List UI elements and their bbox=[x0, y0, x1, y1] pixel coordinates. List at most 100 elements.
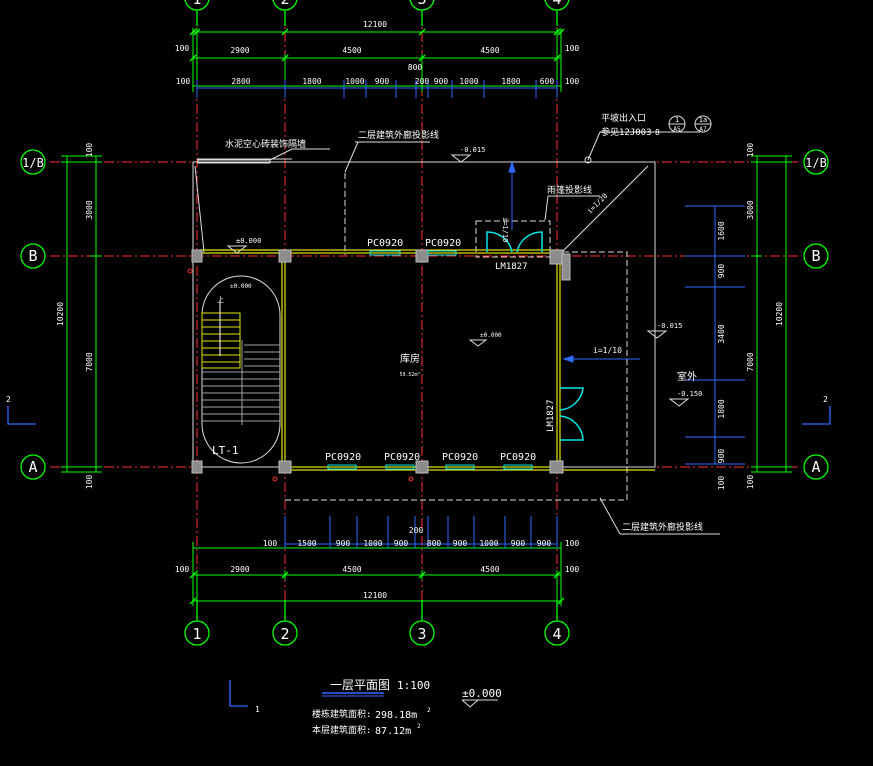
dim-right-r1-1: 900 bbox=[717, 264, 726, 279]
dim-right-r1-0: 1600 bbox=[717, 221, 726, 240]
dim-top-r3-3: 1000 bbox=[345, 77, 364, 86]
detail-callout-1 bbox=[668, 115, 712, 133]
dim-top-overall: 12100 bbox=[363, 20, 387, 29]
ramp-leader-dot bbox=[584, 156, 592, 164]
ramp-ref: 参见12J003 bbox=[601, 126, 652, 138]
dim-bottom-r1-5: 800 bbox=[427, 539, 442, 548]
dim-top-r3-1: 2800 bbox=[231, 77, 250, 86]
level-mark-room bbox=[468, 339, 488, 347]
window-bottom-1: PC0920 bbox=[384, 452, 420, 463]
level-mark-outdoor bbox=[668, 398, 690, 407]
axis-label-a-left: A bbox=[28, 458, 37, 476]
dim-right-overall: 10200 bbox=[775, 302, 784, 326]
level-mark-right bbox=[646, 330, 668, 339]
dim-text-left: 10200 100 3000 7000 100 bbox=[56, 143, 94, 490]
axis-label-a-right: A bbox=[811, 458, 820, 476]
title-block: 一层平面图 1:100 ±0.000 楼栋建筑面积: 298.18m 2 本层建… bbox=[312, 678, 502, 737]
dim-right-r1-2: 3400 bbox=[717, 324, 726, 343]
level-mark-corridor bbox=[226, 245, 248, 254]
dim-top-r2-3: 4500 bbox=[480, 46, 499, 55]
floor-area-label: 本层建筑面积: bbox=[312, 724, 371, 736]
level-top-ext: -0.015 bbox=[460, 146, 485, 154]
columns bbox=[191, 249, 571, 474]
detail1-num: 1 bbox=[675, 116, 679, 124]
level-room: ±0.000 bbox=[480, 332, 502, 339]
axis-label-2-top: 2 bbox=[280, 0, 289, 8]
section-left-label: 2 bbox=[6, 395, 11, 404]
level-mark-top bbox=[450, 154, 472, 163]
slope-right: i=1/10 bbox=[593, 346, 622, 355]
dim-text-bottom: 200 100 1500 900 1000 900 800 900 1000 9… bbox=[175, 526, 580, 600]
windows bbox=[327, 250, 533, 470]
upper-corridor-label-top: 二层建筑外廊投影线 bbox=[358, 129, 439, 141]
floor-area-sup: 2 bbox=[417, 723, 421, 730]
canopy-label: 雨篷投影线 bbox=[547, 184, 592, 196]
dim-bottom-r1-2: 900 bbox=[336, 539, 351, 548]
dim-left-r2-1: 3000 bbox=[85, 200, 94, 219]
upper-corridor-label-bottom: 二层建筑外廊投影线 bbox=[622, 521, 703, 533]
slope-arrows bbox=[508, 160, 640, 363]
room-area: 59.52m² bbox=[399, 372, 420, 378]
dim-bottom-r1-10: 100 bbox=[565, 539, 580, 548]
dim-bottom-r1-0: 100 bbox=[263, 539, 278, 548]
dim-top-r3-5: 200 bbox=[415, 77, 430, 86]
dim-bottom-r1-extra: 200 bbox=[409, 526, 424, 535]
dim-text-right: 10200 100 3000 7000 100 1600 900 3400 18… bbox=[717, 143, 784, 491]
stair-up-label: 上 bbox=[217, 295, 224, 304]
axis-label-1-top: 1 bbox=[192, 0, 201, 8]
leader-lines bbox=[197, 131, 720, 535]
level-right-ext: -0.015 bbox=[657, 322, 682, 330]
dim-top-r2-1: 2900 bbox=[230, 46, 249, 55]
dim-top-r3-6: 900 bbox=[434, 77, 449, 86]
door-top-label: LM1827 bbox=[495, 262, 528, 272]
axis-label-4-top: 4 bbox=[552, 0, 561, 8]
total-area-label: 楼栋建筑面积: bbox=[312, 708, 371, 720]
dim-bottom-r1-4: 900 bbox=[394, 539, 409, 548]
drawing-scale: 1:100 bbox=[397, 679, 430, 692]
section-right-label: 2 bbox=[823, 395, 828, 404]
window-top-1: PC0920 bbox=[425, 238, 461, 249]
dim-right-r1-extra: 100 bbox=[717, 476, 726, 491]
window-top-0: PC0920 bbox=[367, 238, 403, 249]
dim-top-r3-extra: 800 bbox=[408, 63, 423, 72]
total-area-value: 298.18m bbox=[375, 710, 417, 721]
level-stair: ±0.000 bbox=[230, 283, 252, 290]
blue-dimension-lines bbox=[196, 80, 745, 548]
dim-bottom-r2-3: 4500 bbox=[480, 565, 499, 574]
dim-right-r1-3: 1800 bbox=[717, 399, 726, 418]
dim-top-r3-0: 100 bbox=[176, 77, 191, 86]
axis-bubble-labels: 1 2 3 4 1 2 3 4 1/B B A 1/B B A bbox=[22, 0, 827, 643]
drawing-level: ±0.000 bbox=[462, 687, 502, 700]
axis-label-b-left: B bbox=[28, 247, 37, 265]
dim-top-r2-2: 4500 bbox=[342, 46, 361, 55]
detail1-sheet: A5 bbox=[673, 126, 681, 133]
dim-top-r3-4: 900 bbox=[375, 77, 390, 86]
door-right-label: LM1827 bbox=[546, 399, 556, 432]
dim-bottom-r2-2: 4500 bbox=[342, 565, 361, 574]
dim-bottom-r2-1: 2900 bbox=[230, 565, 249, 574]
room-name: 库房 bbox=[400, 352, 420, 365]
dim-top-r3-2: 1800 bbox=[302, 77, 321, 86]
dim-bottom-r1-6: 900 bbox=[453, 539, 468, 548]
axis-label-b-right: B bbox=[811, 247, 820, 265]
ramp-diagonal bbox=[561, 165, 649, 253]
dim-right-r1-4: 900 bbox=[717, 449, 726, 464]
projection-lines bbox=[285, 173, 628, 501]
dimension-lines bbox=[61, 28, 792, 606]
dim-right-r2-2: 7000 bbox=[746, 352, 755, 371]
walls bbox=[200, 249, 655, 471]
dim-bottom-r2-4: 100 bbox=[565, 565, 580, 574]
section-marks bbox=[7, 406, 831, 707]
dim-bottom-r1-1: 1500 bbox=[297, 539, 316, 548]
dim-top-r2-4: 100 bbox=[565, 44, 580, 53]
outdoor-label: 室外 bbox=[677, 370, 697, 383]
dim-bottom-overall: 12100 bbox=[363, 591, 387, 600]
doors bbox=[486, 231, 584, 441]
ramp-title: 平坡出入口 bbox=[601, 112, 646, 124]
dim-bottom-r1-8: 900 bbox=[511, 539, 526, 548]
dim-bottom-r1-7: 1000 bbox=[479, 539, 498, 548]
drawing-title: 一层平面图 bbox=[330, 678, 390, 692]
total-area-sup: 2 bbox=[427, 707, 431, 714]
ramp-ref-b: 8 bbox=[655, 128, 660, 137]
